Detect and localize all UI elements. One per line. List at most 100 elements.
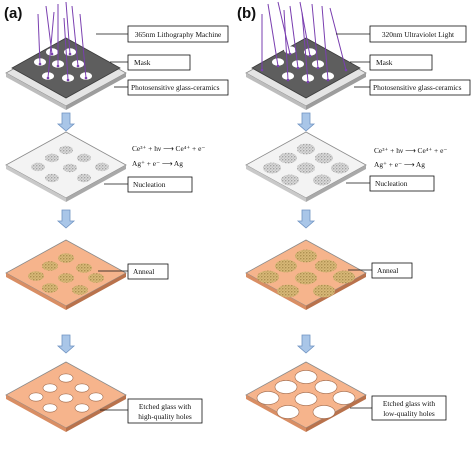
nucleus-region [331,162,349,174]
panel-b: (b) [237,1,471,432]
substrate-label-box [127,79,229,96]
nucleus-region [63,163,77,173]
source-label-box [369,25,467,43]
mask-label: Mask [376,58,393,67]
uv-beam-tips [38,52,88,82]
uv-beams [261,1,347,83]
panel-b-stage-nucleation: Ce³⁺ + hν ⟶ Ce⁴⁺ + e⁻ Ag⁺ + e⁻ ⟶ Ag Nucl… [245,131,447,202]
crystal-region [275,259,297,273]
etched-hole [294,392,318,406]
etched-hole [42,403,58,413]
mask-label: Mask [134,58,151,67]
substrate-edge [66,73,126,110]
crystal-region [257,270,279,284]
nucleus-region [45,153,59,163]
process-arrow [296,112,316,132]
panel-a-stage-etched: Etched glass with high-quality holes [5,361,203,432]
mask-hole [304,48,316,56]
crystal-region [88,273,104,283]
glass-edge [306,273,366,310]
nucleation-label-box [127,176,193,193]
glass-edge [246,395,306,432]
mask-plate [251,37,361,99]
panel-a: (a) [4,1,229,432]
etched-label-box [127,398,203,424]
process-arrow [56,209,76,229]
panel-b-stage-anneal: Anneal [245,239,413,310]
glass-edge [246,273,306,310]
crystal-region [277,284,299,298]
panel-b-letter: (b) [237,5,256,22]
mask-hole [272,58,284,66]
nucleus-region [95,162,109,172]
anneal-label-box [127,263,169,280]
etched-hole [58,373,74,383]
process-arrow [56,112,76,132]
process-arrow [56,334,76,354]
crystal-region [295,249,317,263]
etched-hole [28,392,44,402]
substrate-edge [306,73,366,110]
nuclei-regions [263,143,349,186]
mask-label-box [127,54,191,71]
nucleus-region [263,162,281,174]
crystal-regions [28,253,104,295]
process-arrow [296,334,316,354]
panel-b-stage-etched: Etched glass with low-quality holes [245,361,447,432]
nucleus-region [31,162,45,172]
glass-edge [66,165,126,202]
panel-a-stage-anneal: Anneal [5,239,169,310]
etched-hole [312,405,336,419]
nucleus-region [45,173,59,183]
equation-silver: Ag⁺ + e⁻ ⟶ Ag [374,160,425,169]
crystal-region [333,270,355,284]
equation-silver: Ag⁺ + e⁻ ⟶ Ag [132,159,183,168]
uv-beam-tips [260,52,348,84]
nucleation-label: Nucleation [133,180,166,189]
panel-b-stage-mask: 320nm Ultraviolet Light Mask Photosensit… [245,1,471,110]
etched-hole [332,391,356,405]
crystal-region [58,253,74,263]
mask-plate [11,37,121,99]
nucleus-region [59,145,73,155]
etched-label-box [371,395,447,421]
equation-cerium: Ce³⁺ + hν ⟶ Ce⁴⁺ + e⁻ [374,146,447,155]
glass-edge [6,395,66,432]
panel-a-stage-mask: 365nm Lithography Machine Mask Photosens… [5,1,229,110]
etched-label-line2: low-quality holes [383,409,435,418]
crystal-region [295,271,317,285]
substrate-edge [6,73,66,110]
crystal-region [42,283,58,293]
nucleus-region [297,143,315,155]
nucleus-region [313,174,331,186]
etched-hole [58,393,74,403]
nucleus-region [77,153,91,163]
source-label-box [127,25,229,43]
substrate-label: Photosensitive glass-ceramics [131,83,220,92]
etched-hole [294,370,318,384]
etched-hole [42,383,58,393]
nucleation-label: Nucleation [375,179,408,188]
glass-edge [6,273,66,310]
etched-hole [88,392,104,402]
etched-holes [256,370,356,419]
equation-cerium: Ce³⁺ + hν ⟶ Ce⁴⁺ + e⁻ [132,144,205,153]
etched-holes [28,373,104,413]
glass-edge [6,165,66,202]
nucleus-region [315,152,333,164]
nucleus-region [281,174,299,186]
etched-hole [256,391,280,405]
mask-label-box [369,54,433,71]
panel-a-letter: (a) [4,5,22,22]
crystal-region [72,285,88,295]
mask-hole [292,60,304,68]
crystal-region [76,263,92,273]
source-label: 320nm Ultraviolet Light [382,30,455,39]
etched-hole [74,403,90,413]
anneal-label: Anneal [377,266,398,275]
glass-edge [306,395,366,432]
panel-a-stage-nucleation: Ce³⁺ + hν ⟶ Ce⁴⁺ + e⁻ Ag⁺ + e⁻ ⟶ Ag Nucl… [5,131,205,202]
glass-plate [5,239,127,307]
crystal-region [315,259,337,273]
etched-hole [314,380,338,394]
